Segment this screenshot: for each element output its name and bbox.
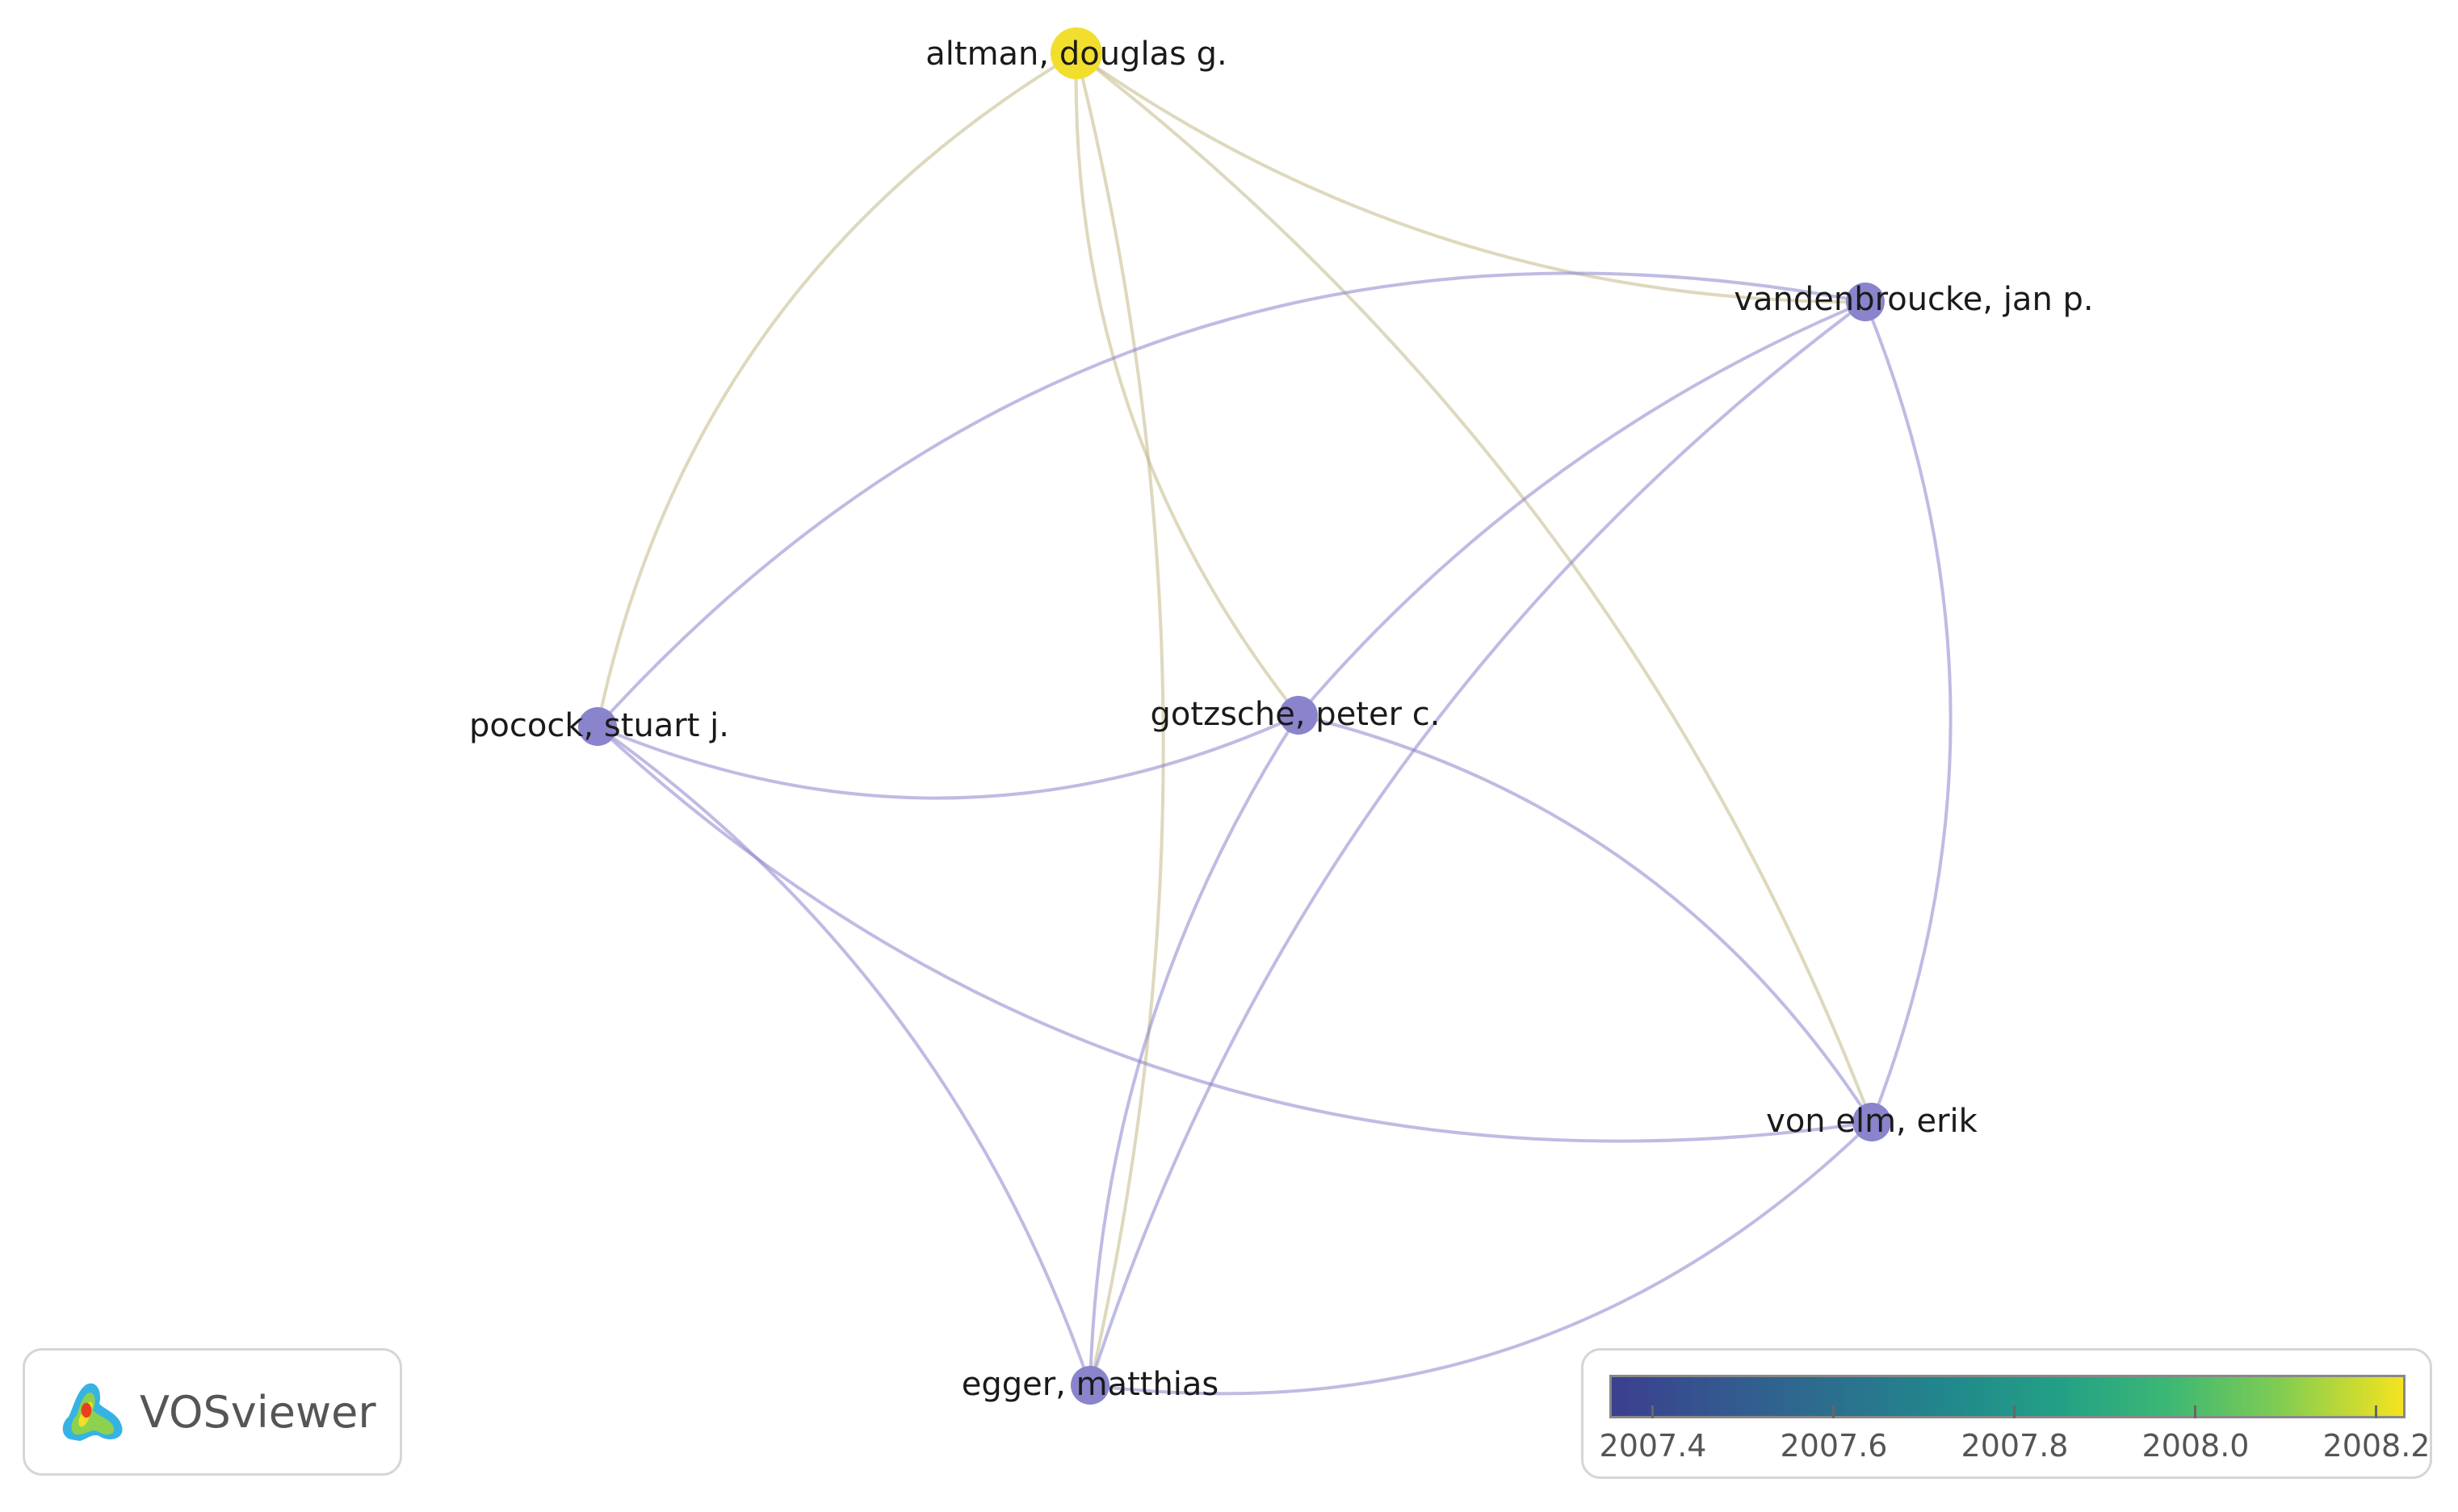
node-label-vonelm[interactable]: von elm, erik	[1766, 1103, 1978, 1140]
legend-tick-mark	[2194, 1405, 2196, 1418]
network-links	[596, 52, 1953, 1396]
legend-tick-label: 2007.8	[1961, 1428, 2069, 1464]
link-gotzsche-egger	[1088, 714, 1300, 1387]
node-label-vandenbroucke[interactable]: vandenbroucke, jan p.	[1734, 281, 2093, 318]
node-label-altman[interactable]: altman, douglas g.	[925, 36, 1227, 73]
link-gotzsche-vonelm	[1297, 714, 1873, 1124]
vosviewer-heatmap-icon	[62, 1383, 123, 1441]
legend-tick-label: 2007.6	[1780, 1428, 1888, 1464]
legend-tick-mark	[2013, 1405, 2015, 1418]
legend-tick-mark	[1651, 1405, 1654, 1418]
legend-tick-mark	[1832, 1405, 1835, 1418]
vosviewer-brand-badge: VOSviewer	[23, 1348, 402, 1476]
link-pocock-egger	[596, 725, 1092, 1387]
legend-tick-mark	[2375, 1405, 2377, 1418]
link-vandenbroucke-egger	[1088, 300, 1867, 1387]
link-altman-vandenbroucke	[1075, 52, 1867, 304]
link-pocock-vonelm	[596, 725, 1873, 1143]
node-egger[interactable]	[1071, 1366, 1109, 1405]
color-scale-bar	[1609, 1375, 2406, 1418]
node-pocock[interactable]	[578, 707, 617, 746]
link-vonelm-egger	[1088, 1120, 1873, 1396]
color-scale-legend: 2007.4 2007.6 2007.8 2008.0 2008.2	[1581, 1348, 2432, 1479]
link-altman-gotzsche	[1074, 52, 1300, 717]
node-label-gotzsche[interactable]: gotzsche, peter c.	[1151, 696, 1441, 733]
node-altman[interactable]	[1051, 27, 1102, 79]
link-gotzsche-vandenbroucke	[1297, 300, 1867, 717]
network-labels: altman, douglas g. vandenbroucke, jan p. p…	[469, 36, 2094, 1403]
node-vonelm[interactable]	[1852, 1103, 1891, 1141]
node-label-pocock[interactable]: pocock, stuart j.	[469, 707, 729, 744]
link-pocock-gotzsche	[596, 714, 1300, 800]
link-altman-pocock	[596, 52, 1078, 728]
link-altman-vonelm	[1075, 52, 1873, 1124]
legend-tick-label: 2008.0	[2141, 1428, 2250, 1464]
network-nodes	[578, 27, 1891, 1405]
legend-tick-label: 2007.4	[1599, 1428, 1707, 1464]
link-altman-egger	[1075, 52, 1165, 1387]
link-vandenbroucke-vonelm	[1864, 300, 1953, 1124]
legend-tick-label: 2008.2	[2322, 1428, 2431, 1464]
app-name: VOSviewer	[140, 1386, 376, 1438]
node-vandenbroucke[interactable]	[1846, 283, 1885, 321]
node-label-egger[interactable]: egger, matthias	[962, 1366, 1219, 1403]
node-gotzsche[interactable]	[1279, 696, 1318, 735]
link-pocock-vandenbroucke	[596, 271, 1867, 728]
